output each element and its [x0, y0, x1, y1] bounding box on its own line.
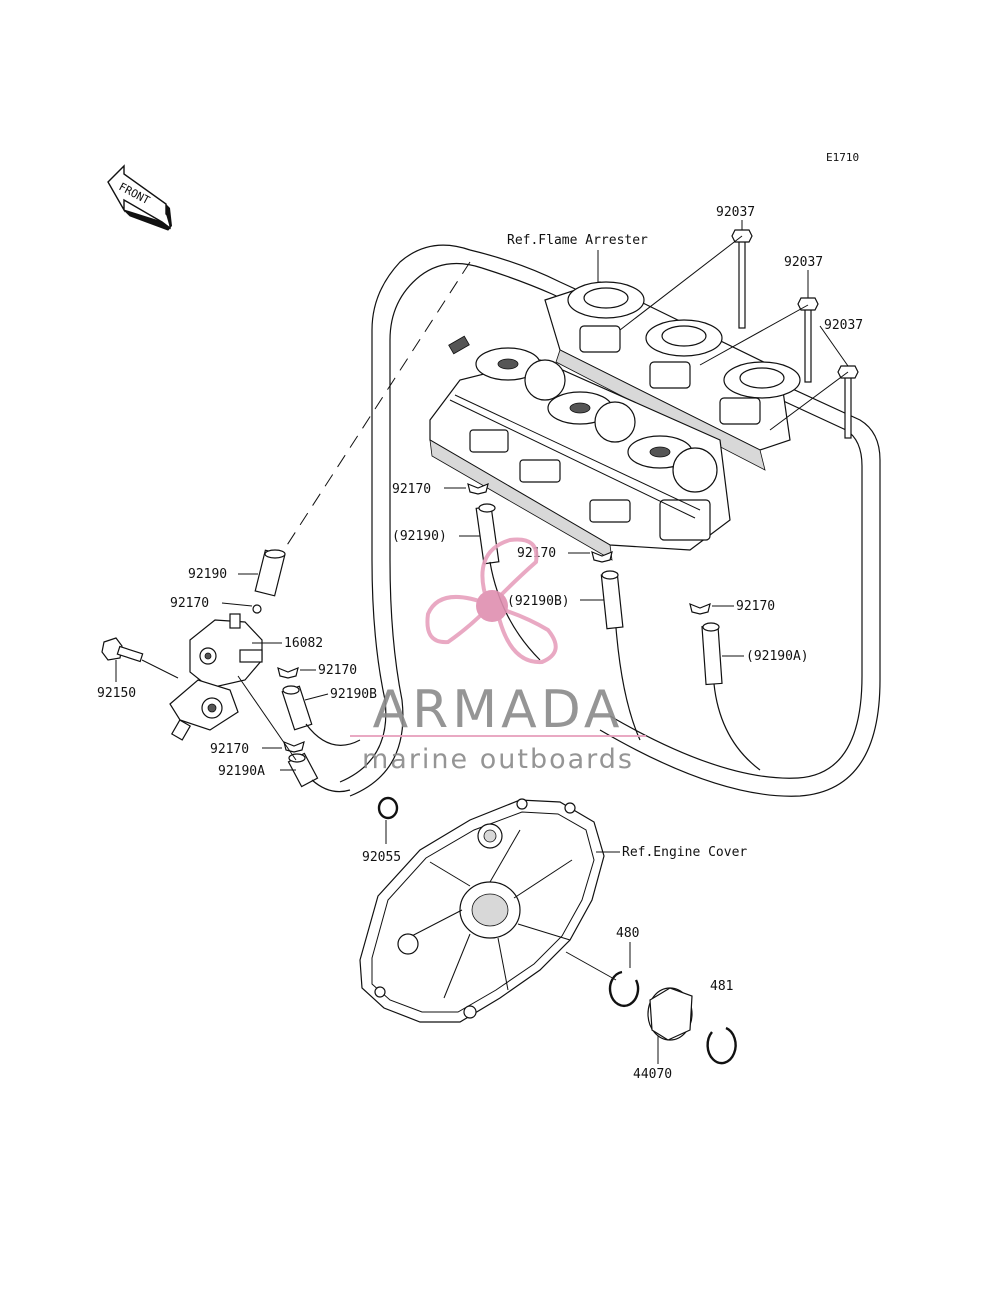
engine-cover: [359, 798, 605, 1023]
diagram-code: E1710: [826, 151, 859, 164]
flame-arrester-manifold: [544, 281, 801, 471]
snap-ring-480: [608, 970, 640, 1007]
watermark-brand: ARMADA: [373, 680, 624, 740]
part-92150-label: 92150: [97, 686, 136, 701]
part-92037-a-label: 92037: [716, 205, 755, 220]
part-92055-label: 92055: [362, 850, 401, 865]
part-92190B-label: 92190B: [330, 687, 377, 702]
part-92190B-paren-label: (92190B): [507, 594, 570, 609]
o-ring-92055: [377, 796, 399, 820]
part-92170-f-label: 92170: [210, 742, 249, 757]
part-92037-b-label: 92037: [784, 255, 823, 270]
watermark-tagline: marine outboards: [362, 744, 634, 775]
valve-16082: [169, 613, 263, 741]
clip-92170-d: [252, 604, 262, 614]
hose-92190B-left: [281, 685, 313, 731]
clip-92170-c: [689, 603, 711, 615]
bolt-92037-b: [797, 297, 819, 383]
bolt-92150: [101, 637, 179, 679]
part-44070-label: 44070: [633, 1067, 672, 1082]
part-92190-label: 92190: [188, 567, 227, 582]
hose-left-inner: [349, 262, 483, 797]
part-92037-c-label: 92037: [824, 318, 863, 333]
hose-loop-inner: [481, 267, 863, 779]
hose-loop-outer: [469, 249, 881, 797]
hose-92190-left: [254, 549, 286, 597]
hose-92190B-upper: [600, 570, 624, 630]
part-92190A-label: 92190A: [218, 764, 265, 779]
clip-92170-b: [591, 551, 613, 563]
clip-92170-e: [277, 667, 299, 679]
bearing-44070: [647, 987, 693, 1041]
ref-flame-arrester-label: Ref.Flame Arrester: [507, 233, 648, 248]
part-92190-paren-label: (92190): [392, 529, 447, 544]
carburetor-assembly: [429, 335, 731, 561]
armada-watermark: ARMADA marine outboards: [350, 537, 646, 775]
part-481-label: 481: [710, 979, 733, 994]
snap-ring-481: [706, 1026, 737, 1065]
part-92170-d-label: 92170: [170, 596, 209, 611]
part-480-label: 480: [616, 926, 639, 941]
bolt-92037-a: [731, 229, 753, 329]
part-92170-e-label: 92170: [318, 663, 357, 678]
propeller-logo-icon: [425, 537, 558, 665]
ref-engine-cover-label: Ref.Engine Cover: [622, 845, 747, 860]
part-92170-c-label: 92170: [736, 599, 775, 614]
front-arrow-icon: FRONT: [107, 164, 172, 231]
dash-line-hose: [279, 261, 471, 557]
part-16082-label: 16082: [284, 636, 323, 651]
part-92190A-paren-label: (92190A): [746, 649, 809, 664]
hose-92190A-upper: [701, 622, 723, 686]
part-92170-a-label: 92170: [392, 482, 431, 497]
clip-92170-a: [467, 483, 489, 495]
